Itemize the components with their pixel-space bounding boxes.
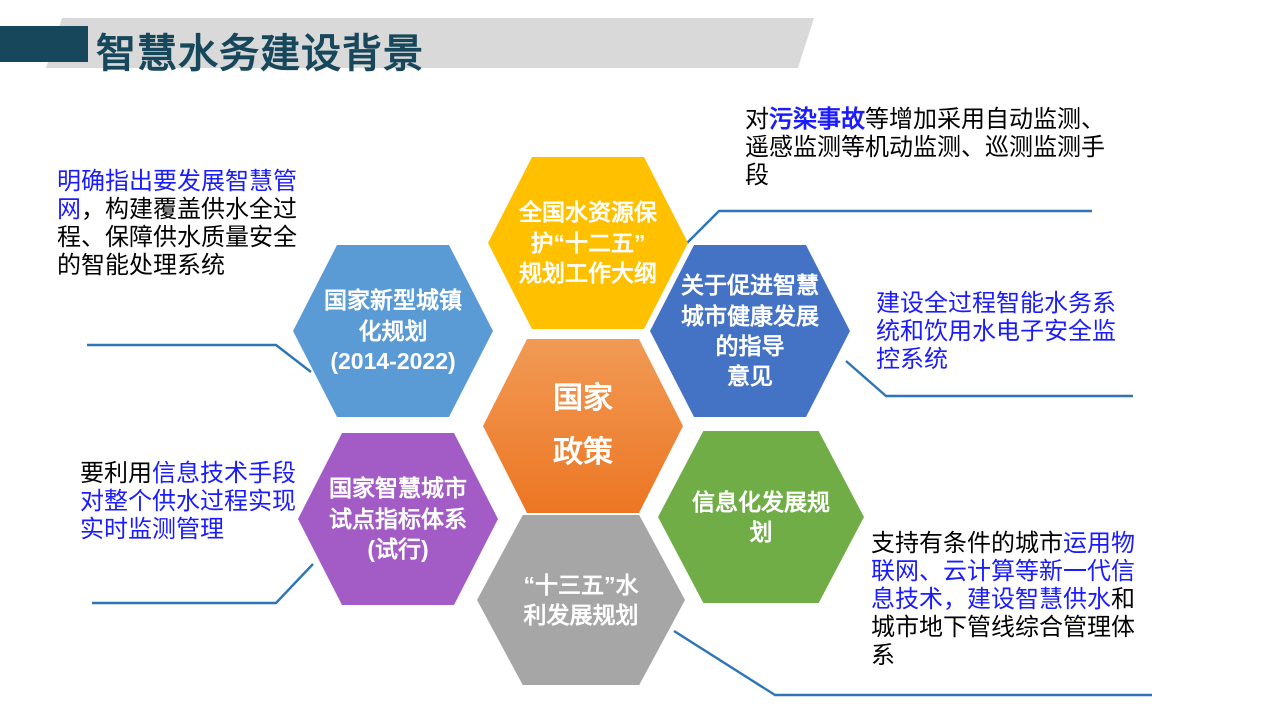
annotation-it-monitoring: 要利用信息技术手段对整个供水过程实现实时监测管理 [80, 460, 296, 543]
hexagon-label: 信息化发展规划 [692, 488, 830, 545]
hexagon-national-water-protection-plan: 全国水资源保护“十二五”规划工作大纲 [488, 157, 688, 329]
hexagon-label: 关于促进智慧城市健康发展的指导意见 [681, 272, 819, 390]
hexagon-label: 全国水资源保护“十二五”规划工作大纲 [519, 199, 657, 287]
annotation-smart-water-system: 建设全过程智能水务系统和饮用水电子安全监控系统 [876, 290, 1116, 373]
hexagon-informatization-plan: 信息化发展规划 [658, 431, 864, 603]
annotation-pollution-monitoring: 对污染事故等增加采用自动监测、遥感监测等机动监测、巡测监测手段 [745, 106, 1105, 189]
hexagon-label: 国家新型城镇化规划(2014-2022) [324, 287, 462, 375]
hexagon-national-policy: 国家政策 [483, 339, 683, 513]
hexagon-smart-city-pilot-index: 国家智慧城市试点指标体系(试行) [298, 433, 498, 605]
hexagon-smart-city-guidance: 关于促进智慧城市健康发展的指导意见 [650, 245, 850, 417]
callout-line-bottom-left [92, 563, 314, 605]
annotation-smart-pipe-network: 明确指出要发展智慧管网，构建覆盖供水全过程、保障供水质量安全的智能处理系统 [57, 168, 297, 279]
title-accent-bar [0, 26, 88, 62]
page-title: 智慧水务建设背景 [96, 32, 424, 76]
hexagon-label: 国家政策 [553, 382, 613, 469]
title-banner [46, 18, 814, 68]
hexagon-13th-five-year-water-plan: “十三五”水利发展规划 [477, 515, 685, 685]
hexagon-label: “十三五”水利发展规划 [523, 571, 639, 628]
callout-line-left [87, 343, 312, 373]
annotation-iot-cloud-smart-supply: 支持有条件的城市运用物联网、云计算等新一代信息技术，建设智慧供水和城市地下管线综… [871, 530, 1135, 669]
callout-line-top-right [686, 209, 1092, 244]
hexagon-label: 国家智慧城市试点指标体系(试行) [329, 475, 467, 563]
hexagon-national-policy-border: 国家政策 [479, 335, 687, 517]
hexagon-new-urbanization-plan: 国家新型城镇化规划(2014-2022) [293, 245, 493, 417]
